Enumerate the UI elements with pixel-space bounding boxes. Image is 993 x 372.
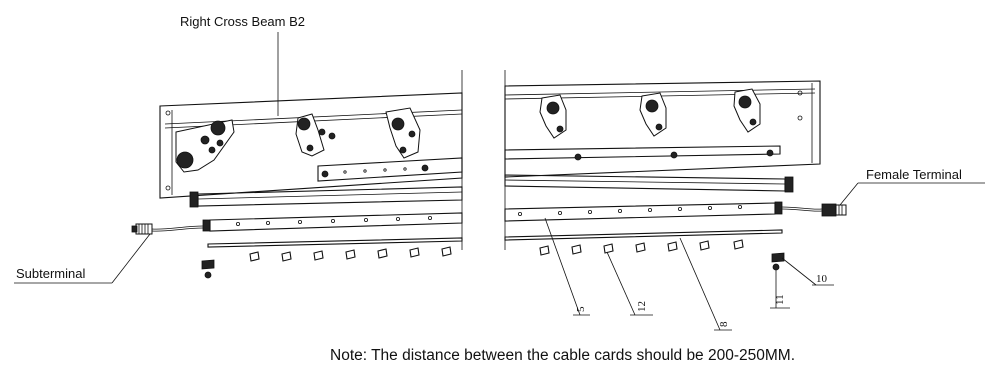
callout-5: 5 xyxy=(575,306,587,312)
right-end-cap xyxy=(771,252,785,271)
leader-lines xyxy=(14,32,985,331)
note-text: Note: The distance between the cable car… xyxy=(330,347,795,364)
left-cover-strip xyxy=(207,237,463,248)
left-bracket-1 xyxy=(175,119,235,173)
female-terminal-connector xyxy=(781,203,847,217)
right-bracket-2 xyxy=(639,92,667,137)
callout-10: 10 xyxy=(816,273,828,285)
left-led-strip xyxy=(202,212,463,232)
subterminal-label: Subterminal xyxy=(16,266,85,281)
callout-8: 8 xyxy=(718,321,730,327)
left-light-tube xyxy=(189,186,463,208)
left-bracket-3 xyxy=(385,107,421,159)
beam-label: Right Cross Beam B2 xyxy=(180,14,305,29)
right-cable-cards xyxy=(539,239,744,256)
right-bracket-1 xyxy=(539,94,567,139)
callout-11: 11 xyxy=(774,294,786,305)
left-cable-cards xyxy=(249,246,452,262)
left-bracket-2 xyxy=(295,113,336,157)
callout-12: 12 xyxy=(636,301,648,312)
female-terminal-label: Female Terminal xyxy=(866,167,962,182)
right-clamp-bar xyxy=(504,145,781,161)
right-bracket-3 xyxy=(733,88,761,133)
subterminal-connector xyxy=(131,223,204,235)
left-end-cap xyxy=(201,259,215,279)
right-light-tube xyxy=(504,174,794,193)
right-led-strip xyxy=(504,201,783,222)
left-clamp-bar xyxy=(317,157,463,182)
right-cover-strip xyxy=(504,229,783,241)
